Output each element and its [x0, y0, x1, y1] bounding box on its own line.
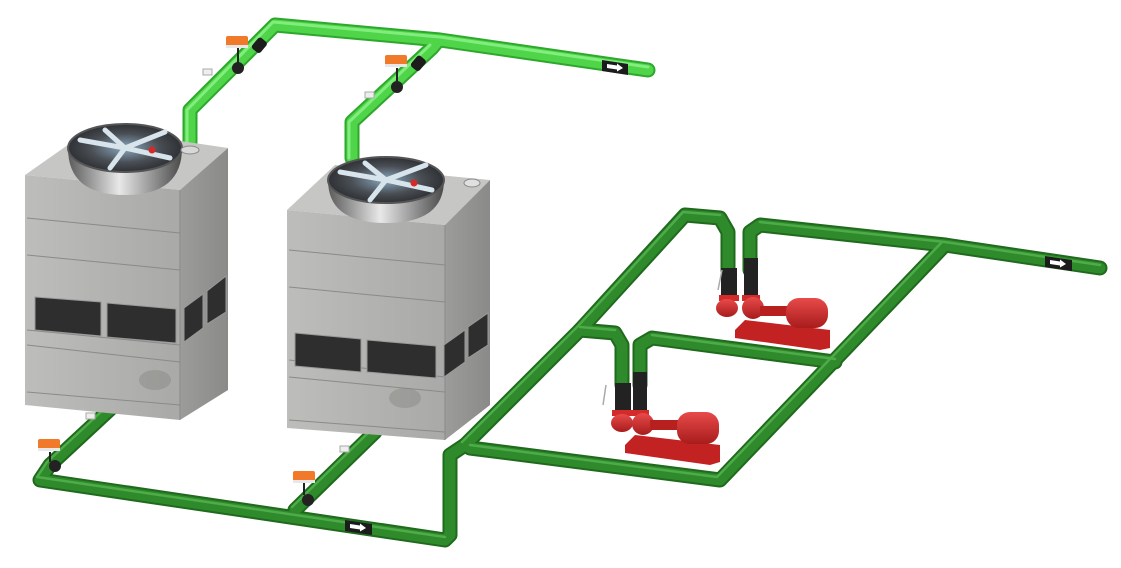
actuator-valve-supply-2[interactable]	[385, 55, 407, 93]
tower-front-face	[25, 175, 180, 420]
arrow-right-icon	[1050, 259, 1066, 268]
pump-motor	[677, 412, 719, 444]
actuator-valve-supply-1[interactable]	[226, 36, 248, 74]
check-valve	[633, 372, 647, 414]
flow-arrow-supply	[602, 60, 628, 75]
sensor-icon	[85, 68, 375, 453]
valve	[615, 383, 631, 413]
louver	[366, 339, 437, 379]
supply-piping	[182, 17, 656, 166]
louver	[183, 293, 204, 343]
louver	[206, 274, 227, 325]
louver	[443, 329, 466, 378]
actuator-valve-return-2[interactable]	[293, 471, 315, 506]
cooling-tower-2[interactable]	[287, 156, 490, 440]
pump-motor	[786, 298, 828, 328]
check-valve	[744, 258, 758, 298]
fan-icon	[327, 156, 445, 223]
vent-cap	[463, 178, 481, 188]
louver	[467, 312, 489, 359]
return-piping	[32, 207, 1108, 548]
louver	[34, 296, 102, 337]
cooling-tower-1[interactable]	[25, 123, 228, 420]
flow-arrow-return-main	[345, 520, 372, 535]
arrow-right-icon	[607, 63, 623, 72]
pipe-flange	[180, 145, 200, 155]
pump-1[interactable]	[716, 258, 830, 350]
louver	[106, 302, 177, 344]
tower-front-face	[287, 210, 445, 440]
tower-side-face	[445, 180, 490, 440]
pump-2[interactable]	[602, 372, 720, 465]
louver	[294, 332, 362, 373]
arrow-right-icon	[350, 523, 366, 532]
flow-arrow-supply-branch	[251, 37, 426, 71]
valve	[721, 268, 737, 298]
fan-icon	[67, 123, 183, 195]
actuator-valve-return-1[interactable]	[38, 439, 61, 472]
tower-side-face	[180, 148, 228, 420]
flow-arrow-pump-discharge	[1045, 256, 1072, 271]
